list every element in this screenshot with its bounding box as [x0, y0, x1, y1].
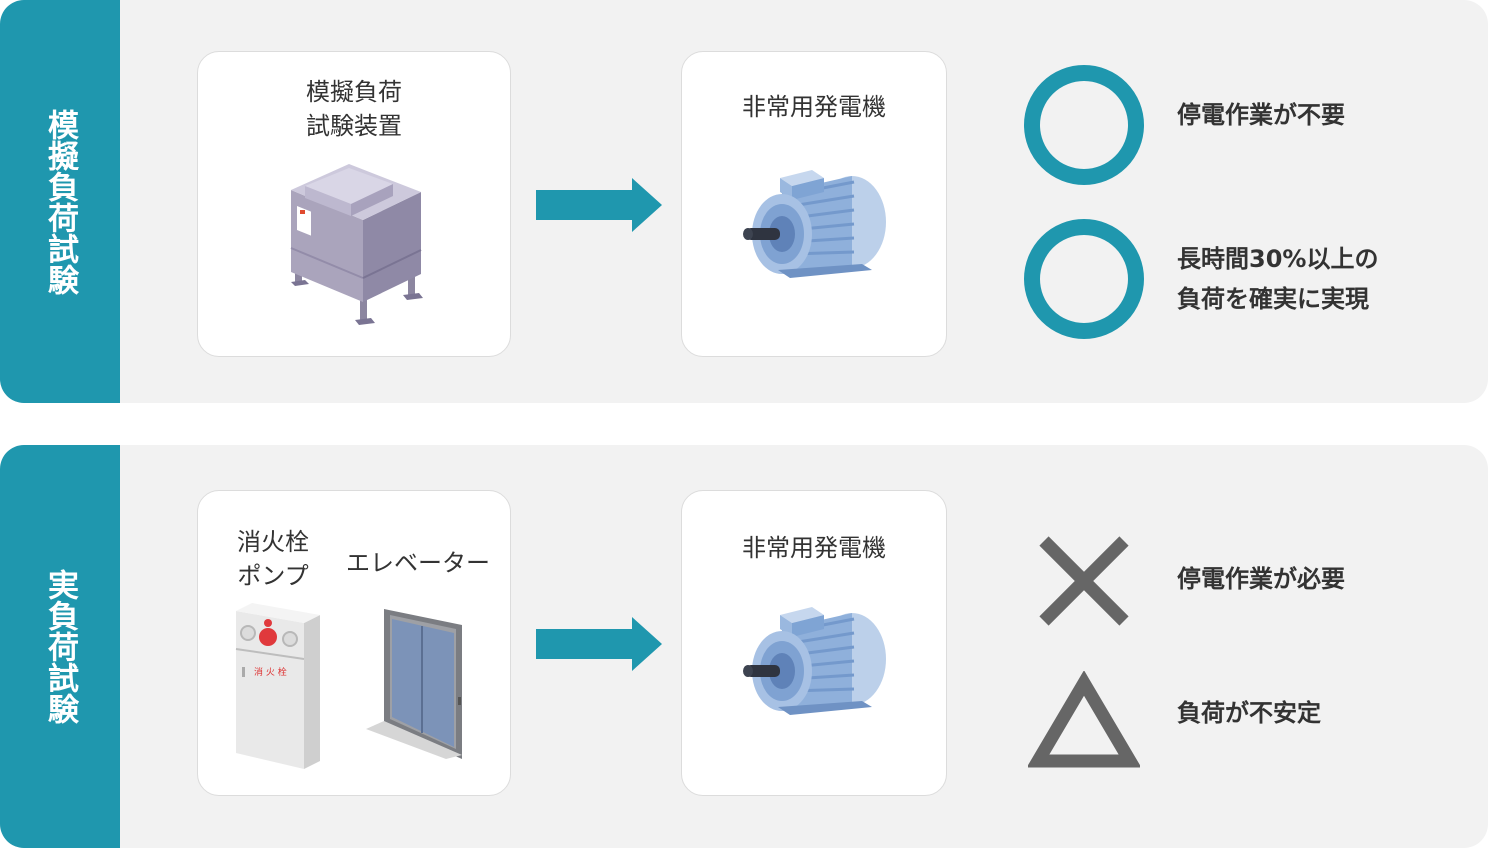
circle-mark-icon — [1024, 219, 1144, 339]
result-line1: 停電作業が必要 — [1177, 565, 1345, 593]
hydrant-plate-text: 消 火 栓 — [254, 666, 287, 678]
fire-hydrant-box-icon: 消 火 栓 — [235, 603, 320, 769]
target-title: 非常用発電機 — [742, 534, 886, 562]
source-card: 消火栓 ポンプ エレベーター 消 火 栓 — [197, 490, 511, 796]
source-title-line2: 試験装置 — [306, 112, 402, 140]
result-text: 停電作業が必要 — [1177, 559, 1345, 599]
circle-mark-icon — [1024, 65, 1144, 185]
result-line1: 停電作業が不要 — [1177, 101, 1345, 129]
triangle-mark-icon — [1028, 671, 1140, 768]
result-text: 負荷が不安定 — [1177, 693, 1321, 733]
result-text: 長時間30%以上の 負荷を確実に実現 — [1177, 239, 1378, 319]
result-text: 停電作業が不要 — [1177, 95, 1345, 135]
elevator-title: エレベーター — [346, 549, 490, 577]
source-title-line1: 模擬負荷 — [306, 78, 402, 106]
source-card: 模擬負荷 試験装置 — [197, 51, 511, 357]
target-card: 非常用発電機 — [681, 51, 947, 357]
hydrant-pump-title-line2: ポンプ — [237, 562, 309, 590]
result-line2: 負荷を確実に実現 — [1177, 285, 1369, 313]
source-title: 模擬負荷 試験装置 — [198, 75, 510, 143]
cross-mark-icon — [1039, 536, 1129, 626]
generator-motor-icon — [743, 607, 886, 715]
load-bank-icon — [290, 164, 423, 325]
generator-motor-icon — [743, 170, 886, 278]
hydrant-pump-title: 消火栓 ポンプ — [218, 525, 328, 593]
section-simulated-load-test: 模擬負荷試験 模擬負荷 試験装置 — [0, 0, 1488, 403]
result-line1: 負荷が不安定 — [1177, 699, 1321, 727]
section-label: 実負荷試験 — [42, 569, 78, 724]
arrow-right-icon — [536, 617, 662, 671]
hydrant-pump-title-line1: 消火栓 — [237, 528, 309, 556]
section-label: 模擬負荷試験 — [42, 108, 78, 295]
section-label-bar: 模擬負荷試験 — [0, 0, 120, 403]
section-label-bar: 実負荷試験 — [0, 445, 120, 848]
result-line1: 長時間30%以上の — [1177, 245, 1379, 273]
elevator-icon — [366, 609, 462, 759]
target-title: 非常用発電機 — [742, 93, 886, 121]
target-card: 非常用発電機 — [681, 490, 947, 796]
section-actual-load-test: 実負荷試験 消火栓 ポンプ エレベーター 消 火 栓 — [0, 445, 1488, 848]
arrow-right-icon — [536, 178, 662, 232]
